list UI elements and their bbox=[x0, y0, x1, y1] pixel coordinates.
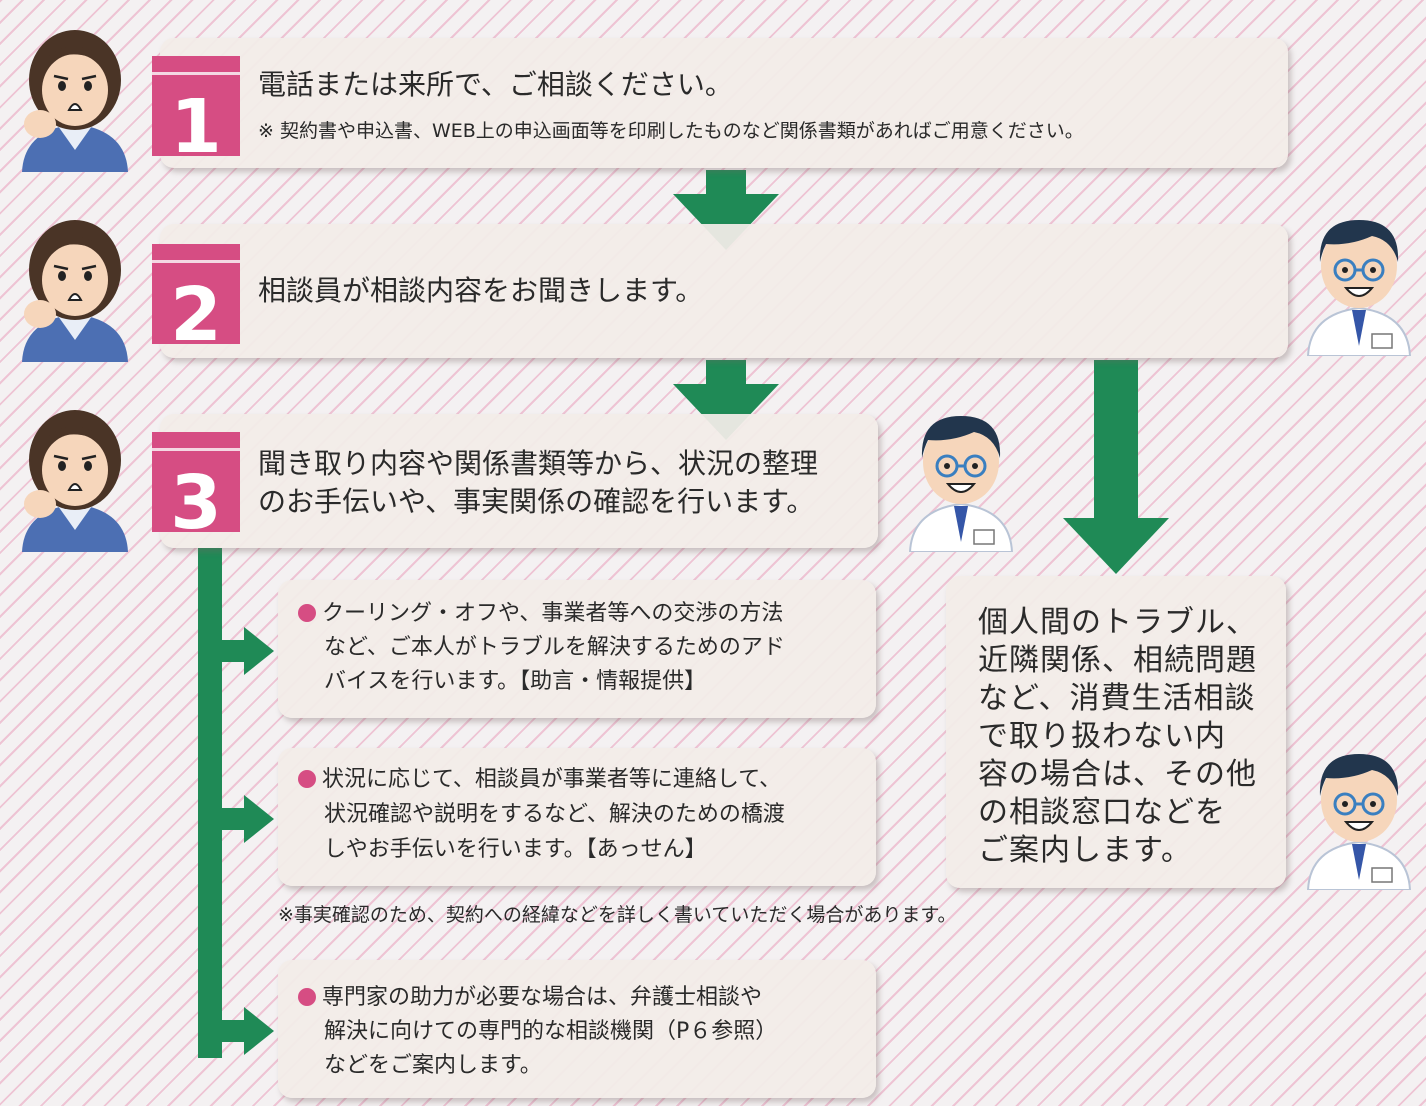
arrow-1-2-shaft bbox=[706, 170, 746, 196]
branch-3-head bbox=[244, 1007, 274, 1055]
step-2-box bbox=[160, 224, 1288, 358]
counselor-icon bbox=[1294, 730, 1424, 890]
bullet-dot bbox=[298, 770, 316, 788]
other-consultation-line-2: 近隣関係、相続問題 bbox=[978, 643, 1257, 678]
outcome-referral-box bbox=[278, 960, 876, 1098]
outcome-advice-line-1: クーリング・オフや、事業者等への交渉の方法 bbox=[298, 598, 783, 630]
branch-2-line bbox=[218, 808, 246, 830]
arrow-2-side-head bbox=[1063, 518, 1169, 574]
step-3-box bbox=[160, 414, 878, 548]
outcome-mediation-line-2: 状況確認や説明をするなど、解決のための橋渡 bbox=[324, 802, 785, 827]
outcome-mediation-box bbox=[278, 748, 876, 886]
other-consultation-box bbox=[946, 576, 1286, 888]
worried-person-icon bbox=[10, 12, 140, 172]
step-1-box bbox=[160, 38, 1288, 168]
worried-person-icon bbox=[10, 392, 140, 552]
step-1-title: 電話または来所で、ご相談ください。 bbox=[258, 68, 733, 101]
step-1-note: ※ 契約書や申込書、WEB上の申込画面等を印刷したものなど関係書類があればご用意… bbox=[258, 120, 1084, 142]
counselor-icon bbox=[1294, 196, 1424, 356]
other-consultation-line-7: ご案内します。 bbox=[978, 833, 1192, 868]
bullet-dot bbox=[298, 604, 316, 622]
outcome-referral-line-3: などをご案内します。 bbox=[324, 1053, 542, 1078]
branch-3-line bbox=[218, 1020, 246, 1042]
branch-1-line bbox=[218, 640, 246, 662]
other-consultation-line-5: 容の場合は、その他 bbox=[978, 757, 1257, 792]
step-3-title-line-1: 聞き取り内容や関係書類等から、状況の整理 bbox=[258, 447, 819, 480]
bullet-dot bbox=[298, 988, 316, 1006]
outcome-mediation-line-1: 状況に応じて、相談員が事業者等に連絡して、 bbox=[298, 764, 781, 796]
arrow-2-3-shaft bbox=[706, 360, 746, 386]
worried-person-icon bbox=[10, 202, 140, 362]
arrow-2-side-shaft bbox=[1094, 360, 1138, 520]
branch-2-head bbox=[244, 795, 274, 843]
other-consultation-line-4: で取り扱わない内 bbox=[978, 719, 1226, 754]
outcome-referral-line-1: 専門家の助力が必要な場合は、弁護士相談や bbox=[298, 982, 762, 1014]
step-3-title-line-2: のお手伝いや、事実関係の確認を行います。 bbox=[258, 485, 815, 518]
step-3-badge: 3 bbox=[152, 432, 240, 532]
mediation-note: ※事実確認のため、契約への経緯などを詳しく書いていただく場合があります。 bbox=[278, 904, 957, 926]
step-1-badge: 1 bbox=[152, 56, 240, 156]
branch-vertical-line bbox=[198, 548, 222, 1058]
branch-1-head bbox=[244, 627, 274, 675]
other-consultation-line-1: 個人間のトラブル、 bbox=[978, 605, 1257, 640]
other-consultation-line-3: など、消費生活相談 bbox=[978, 681, 1256, 716]
counselor-icon bbox=[896, 392, 1026, 552]
step-2-badge: 2 bbox=[152, 244, 240, 344]
outcome-advice-line-3: バイスを行います。【助言・情報提供】 bbox=[324, 669, 707, 694]
outcome-mediation-line-3: しやお手伝いを行います。【あっせん】 bbox=[324, 837, 707, 862]
other-consultation-line-6: の相談窓口などを bbox=[978, 795, 1226, 830]
outcome-referral-line-2: 解決に向けての専門的な相談機関（P６参照） bbox=[324, 1019, 778, 1044]
outcome-advice-box bbox=[278, 580, 876, 718]
step-2-title: 相談員が相談内容をお聞きします。 bbox=[258, 274, 704, 307]
outcome-advice-line-2: など、ご本人がトラブルを解決するためのアド bbox=[324, 635, 785, 660]
